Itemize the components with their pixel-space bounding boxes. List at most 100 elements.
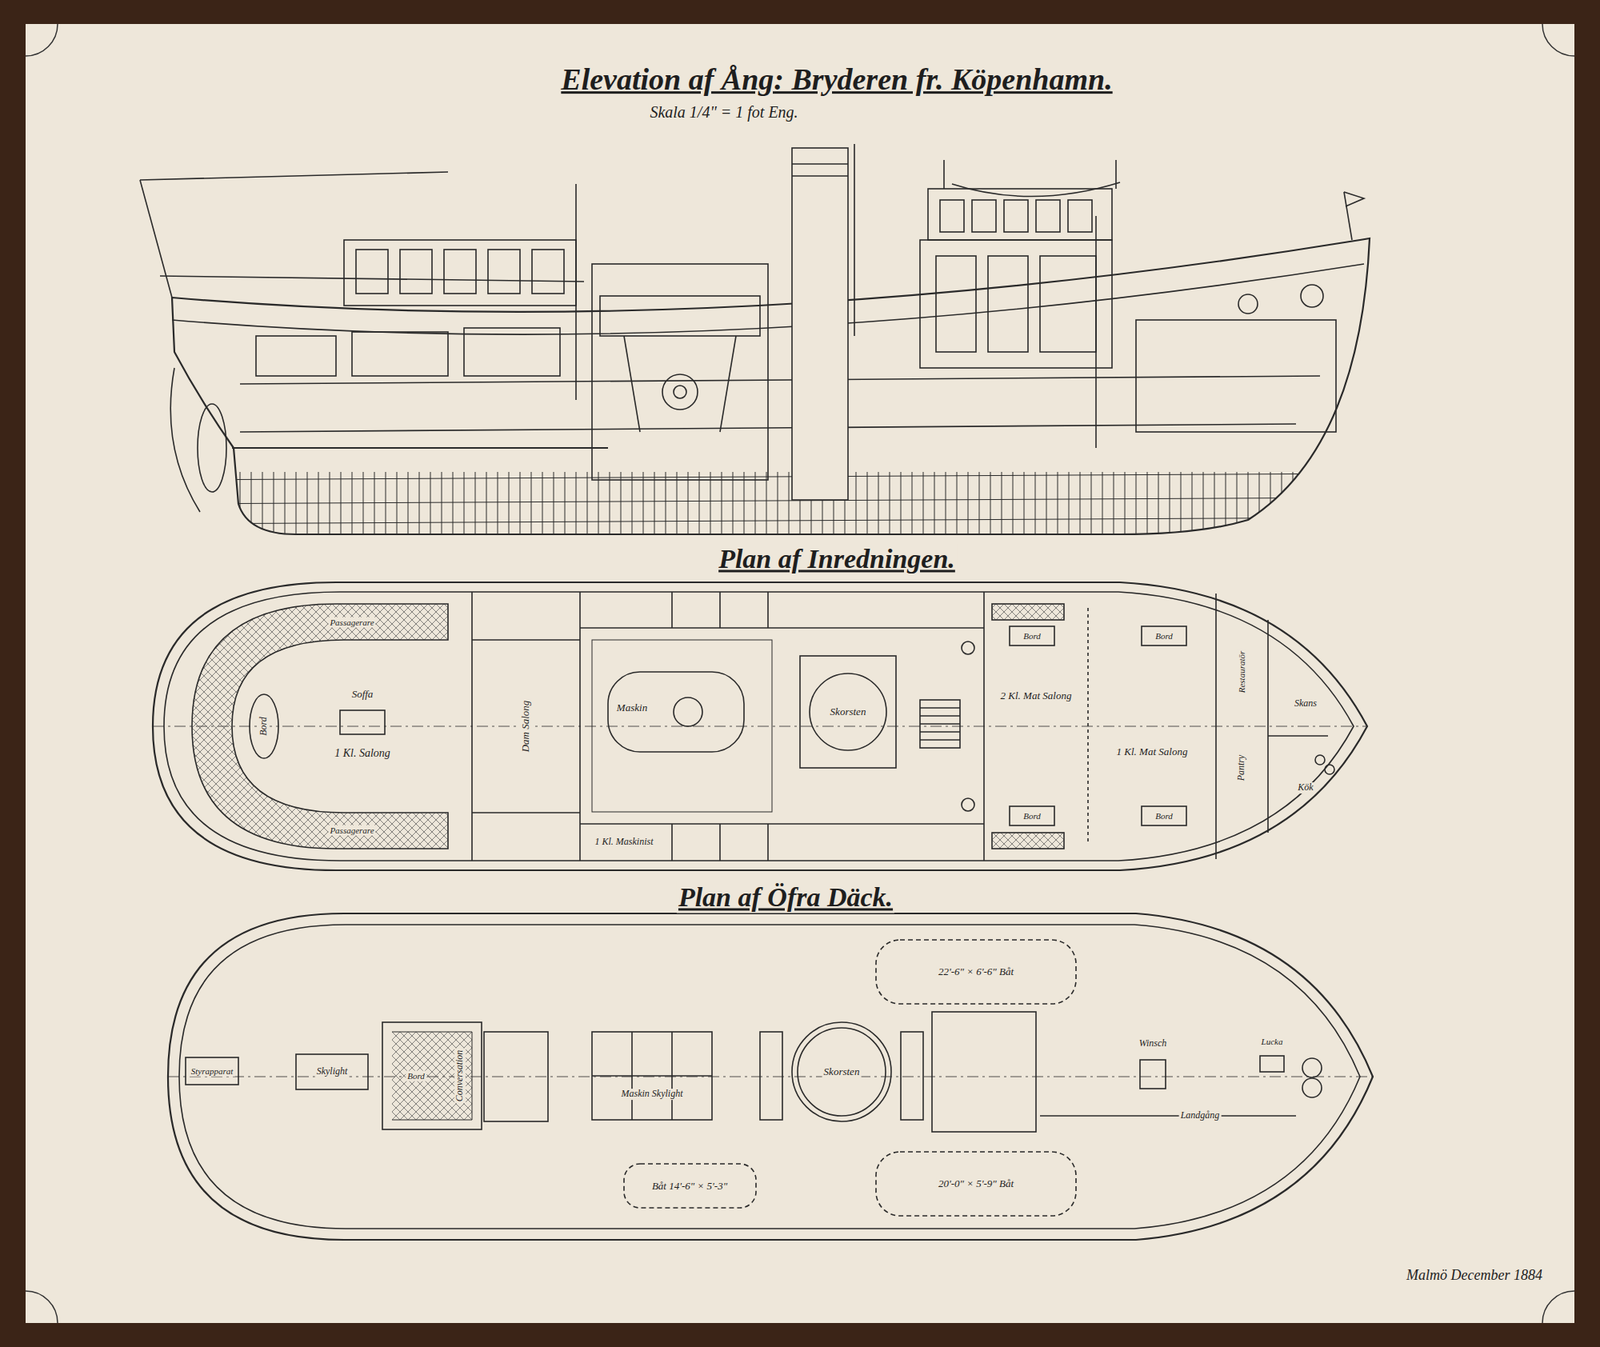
- drawing-line: [1360, 472, 1361, 544]
- drawing-line: [1024, 472, 1025, 544]
- drawing-line: [1260, 1056, 1284, 1072]
- room-label: 1 Kl. Maskinist: [592, 836, 655, 848]
- drawing-line: [889, 472, 891, 544]
- drawing-line: [720, 336, 736, 432]
- drawing-line: [912, 472, 913, 544]
- drawing-line: [1113, 472, 1115, 544]
- drawing-line: [1315, 472, 1316, 544]
- drawing-line: [934, 472, 936, 544]
- drawing-line: [160, 472, 1376, 544]
- drawing-line: [920, 723, 960, 725]
- drawing-line: [497, 472, 499, 544]
- drawing-line: [792, 148, 848, 500]
- drawing-line: [688, 472, 689, 544]
- drawing-line: [251, 472, 252, 544]
- drawing-line: [1124, 472, 1126, 544]
- drawing-line: [1136, 320, 1336, 432]
- drawing-line: [471, 592, 473, 861]
- drawing-line: [1141, 626, 1187, 646]
- drawing-line: [920, 707, 960, 709]
- drawing-line: [760, 1032, 783, 1120]
- boat-dimension: 22'-6" × 6'-6" Båt: [936, 966, 1016, 979]
- drawing-line: [867, 472, 868, 544]
- drawing-line: [920, 715, 960, 717]
- drawing-line: [382, 1022, 482, 1130]
- drawing-line: [1035, 472, 1036, 544]
- drawing-line: [1068, 200, 1092, 232]
- interior-plan: [152, 582, 1368, 871]
- drawing-line: [800, 656, 896, 768]
- drawing-line: [1337, 472, 1339, 544]
- corner-ornaments: [25, 24, 1575, 1324]
- drawing-line: [1315, 755, 1325, 765]
- drawing-line: [408, 472, 409, 544]
- drawing-line: [876, 940, 1076, 1004]
- boat-dimension: 20'-0" × 5'-9" Båt: [936, 1178, 1016, 1191]
- drawing-line: [1248, 472, 1249, 544]
- room-label: Soffa: [350, 688, 376, 701]
- drawing-line: [1040, 1115, 1296, 1117]
- drawing-line: [662, 374, 698, 410]
- drawing-line: [1046, 472, 1048, 544]
- drawing-line: [542, 472, 544, 544]
- drawing-line: [1344, 192, 1364, 207]
- drawing-line: [961, 641, 975, 655]
- drawing-line: [1136, 472, 1137, 544]
- drawing-line: [340, 710, 385, 735]
- drawing-line: [992, 832, 1064, 849]
- drawing-line: [564, 472, 566, 544]
- signature: Malmö December 1884: [1404, 1267, 1544, 1284]
- drawing-line: [620, 472, 622, 544]
- drawing-line: [1192, 472, 1193, 544]
- deck-label: Winsch: [1137, 1038, 1169, 1050]
- room-label: Passagerare: [328, 825, 376, 836]
- drawing-line: [600, 296, 760, 336]
- drawing-line: [484, 1032, 548, 1122]
- drawing-line: [464, 328, 560, 376]
- room-label: 2 Kl. Mat Salong: [999, 690, 1074, 703]
- boat-dimension: Båt 14'-6" × 5'-3": [650, 1180, 729, 1193]
- drawing-line: [940, 200, 964, 232]
- drawing-line: [192, 604, 448, 849]
- drawing-line: [575, 184, 577, 400]
- room-label: Bord: [1021, 631, 1043, 642]
- drawing-line: [344, 240, 576, 306]
- room-label: Skorsten: [828, 706, 868, 719]
- drawing-line: [356, 249, 388, 294]
- drawing-line: [609, 472, 611, 544]
- drawing-line: [744, 472, 745, 544]
- room-label: Skans: [1292, 698, 1319, 710]
- drawing-line: [441, 472, 443, 544]
- drawing-line: [140, 172, 448, 180]
- drawing-line: [1012, 472, 1014, 544]
- drawing-line: [307, 472, 308, 544]
- drawing-line: [228, 472, 230, 544]
- drawing-line: [508, 472, 510, 544]
- drawing-line: [172, 238, 1370, 535]
- drawing-line: [1292, 472, 1294, 544]
- drawing-line: [400, 249, 432, 294]
- drawing-line: [979, 472, 980, 544]
- drawing-line: [152, 582, 1368, 871]
- scale-note: Skala 1/4" = 1 fot Eng.: [648, 103, 800, 122]
- drawing-line: [755, 472, 756, 544]
- drawing-line: [170, 368, 200, 512]
- drawing-line: [1057, 472, 1059, 544]
- drawing-line: [580, 823, 984, 825]
- plan-heading: Plan af Öfra Däck.: [676, 881, 895, 913]
- drawing-line: [486, 472, 488, 544]
- drawing-line: [195, 472, 196, 544]
- drawing-line: [217, 472, 219, 544]
- room-label: Dam Salong: [520, 699, 532, 755]
- drawing-line: [608, 672, 744, 752]
- drawing-line: [920, 240, 1112, 368]
- drawing-line: [920, 731, 960, 733]
- drawing-line: [1203, 472, 1204, 544]
- drawing-line: [140, 180, 172, 298]
- drawing-line: [792, 163, 848, 165]
- drawing-line: [553, 472, 555, 544]
- drawing-line: [580, 627, 984, 629]
- drawing-line: [809, 673, 887, 751]
- drawing-line: [624, 1164, 756, 1208]
- drawing-line: [185, 1057, 239, 1085]
